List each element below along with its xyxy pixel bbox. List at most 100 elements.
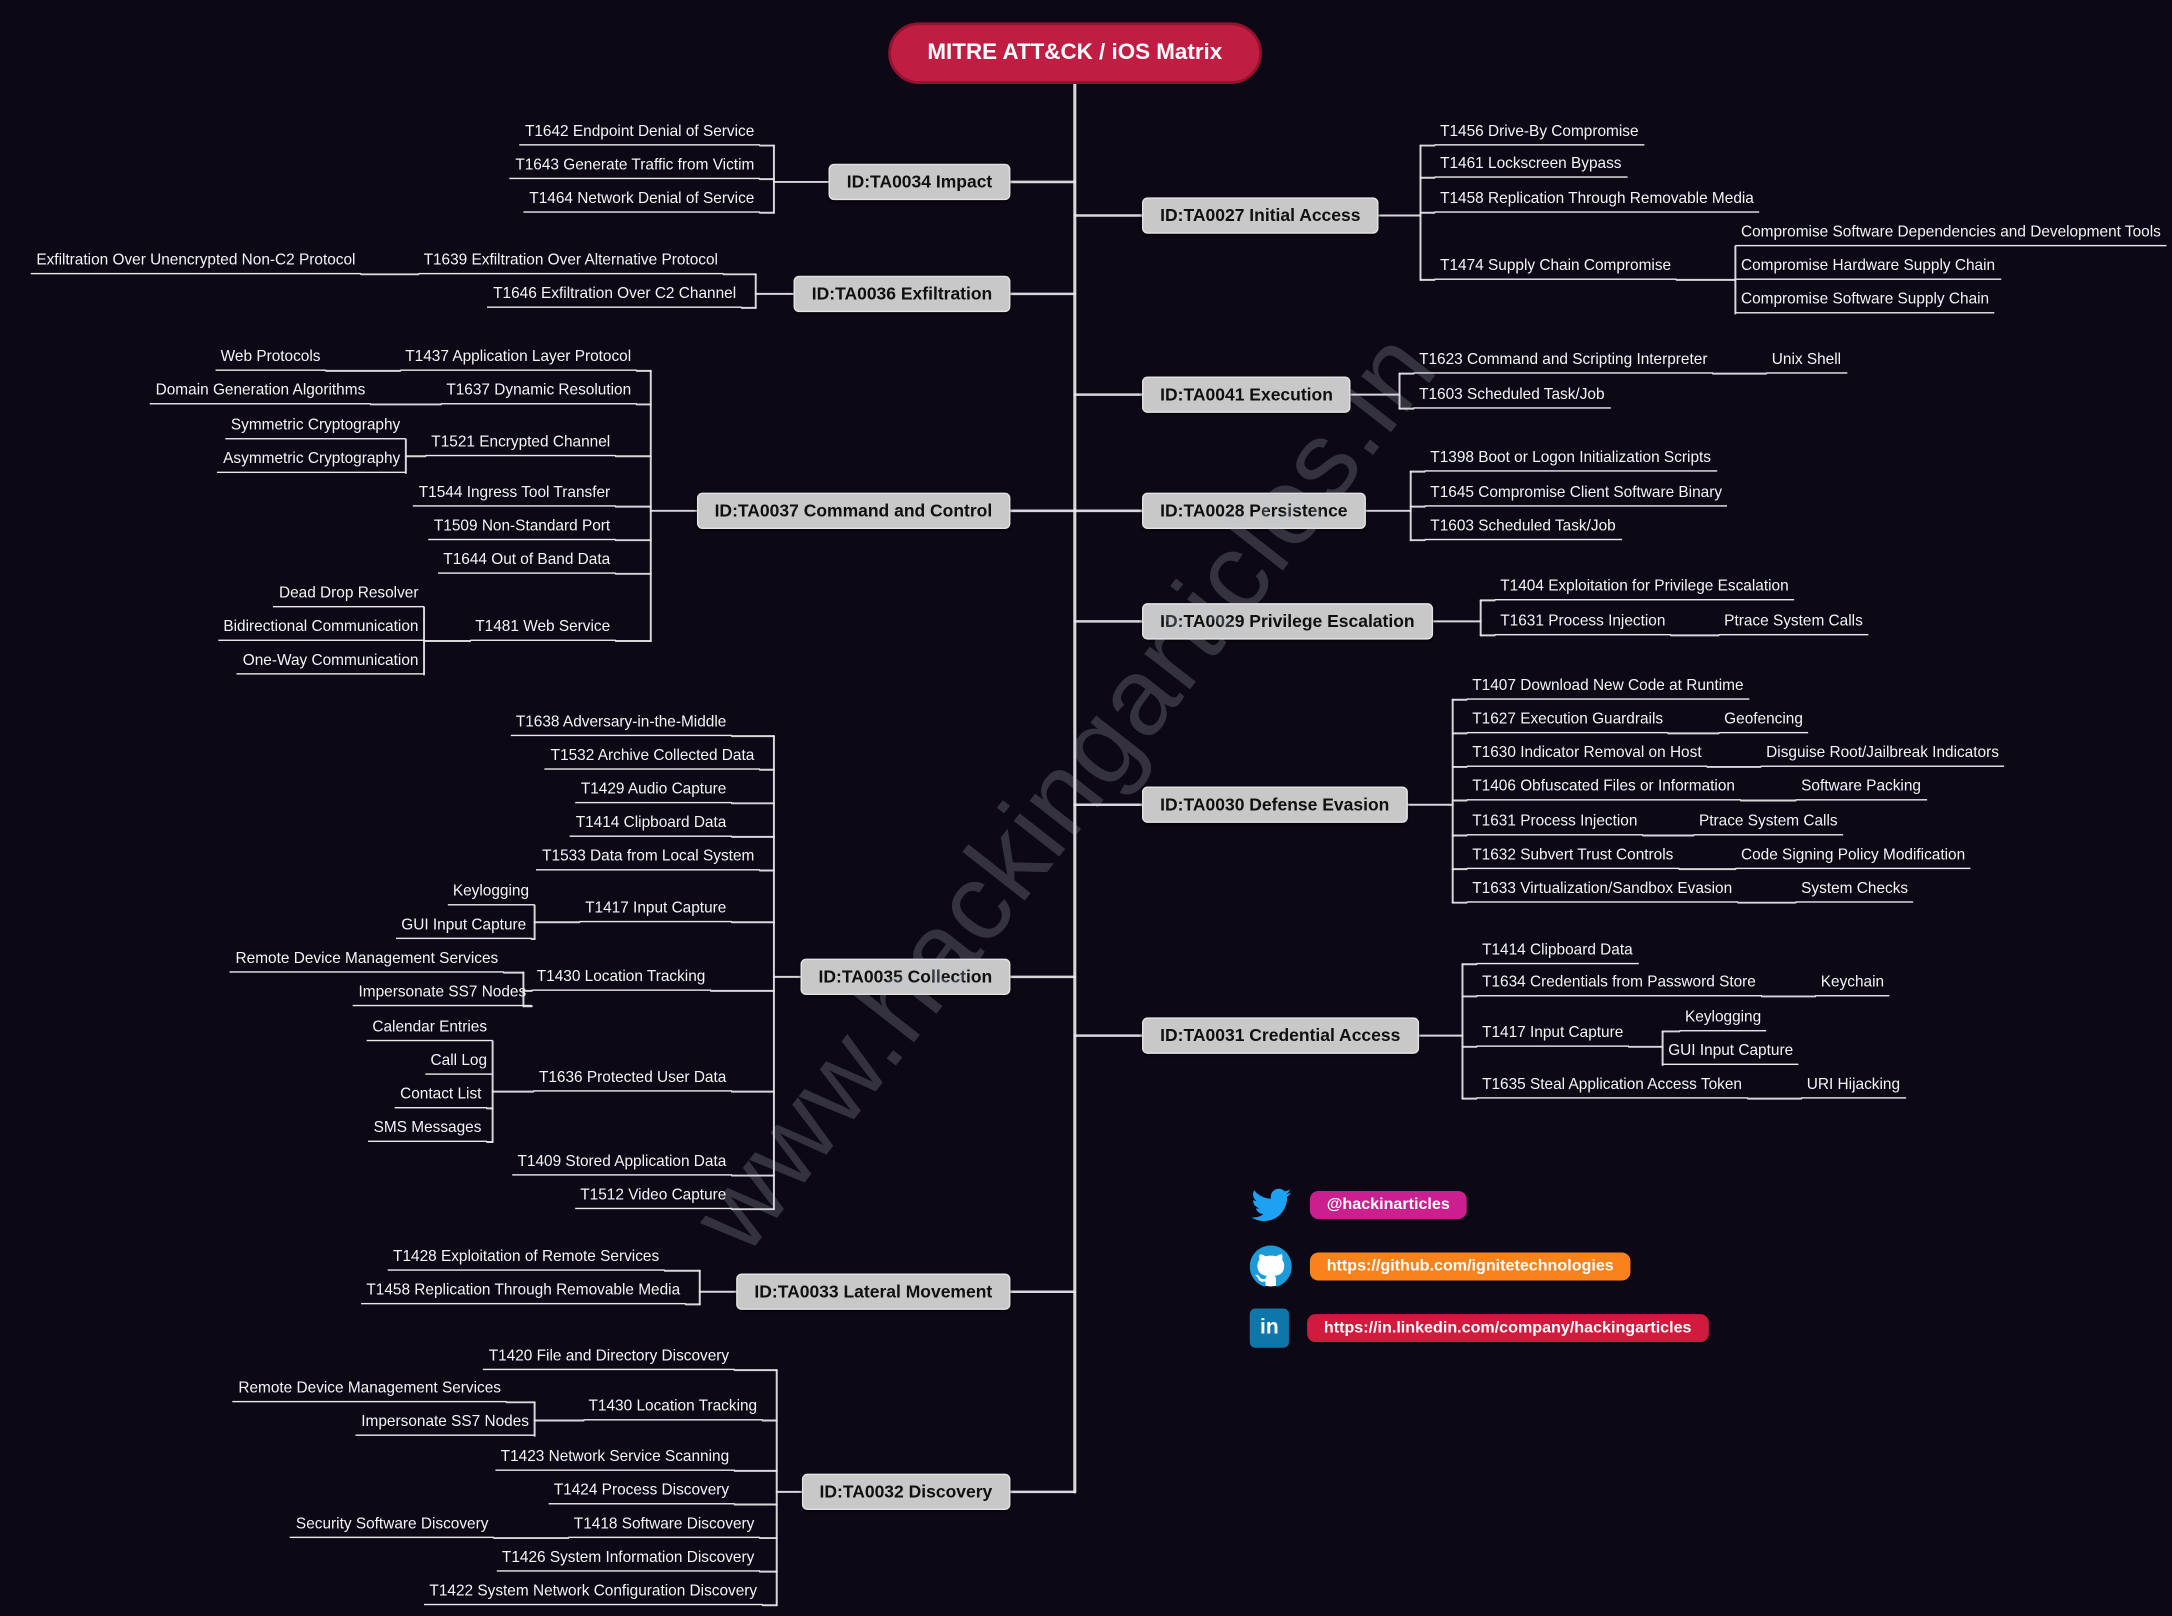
technique-label: T1544 Ingress Tool Transfer xyxy=(413,484,616,507)
technique-label: T1422 System Network Configuration Disco… xyxy=(423,1583,763,1606)
technique-label: T1533 Data from Local System xyxy=(536,848,760,871)
technique-label: T1461 Lockscreen Bypass xyxy=(1434,155,1628,178)
subtechnique-label: GUI Input Capture xyxy=(395,917,532,940)
technique-label: T1409 Stored Application Data xyxy=(511,1153,732,1176)
technique-label: T1635 Steal Application Access Token xyxy=(1476,1076,1748,1099)
technique-label: T1631 Process Injection xyxy=(1466,813,1644,836)
linkedin-url-badge[interactable]: https://in.linkedin.com/company/hackinga… xyxy=(1307,1313,1709,1342)
subtechnique-label: Code Signing Policy Modification xyxy=(1735,847,1971,870)
github-url-badge[interactable]: https://github.com/ignitetechnologies xyxy=(1309,1251,1631,1280)
technique-label: T1521 Encrypted Channel xyxy=(425,434,616,457)
subtechnique-label: Compromise Software Supply Chain xyxy=(1735,291,1995,314)
linkedin-icon xyxy=(1249,1307,1289,1348)
technique-label: T1464 Network Denial of Service xyxy=(523,190,760,213)
technique-label: T1603 Scheduled Task/Job xyxy=(1413,386,1611,409)
technique-label: T1632 Subvert Trust Controls xyxy=(1466,847,1679,870)
subtechnique-label: Compromise Software Dependencies and Dev… xyxy=(1735,224,2167,247)
technique-label: T1424 Process Discovery xyxy=(548,1482,735,1505)
subtechnique-label: Remote Device Management Services xyxy=(229,950,504,973)
subtechnique-label: SMS Messages xyxy=(368,1120,488,1142)
social-links: @hackinarticles https://github.com/ignit… xyxy=(1249,1183,1709,1350)
technique-label: T1423 Network Service Scanning xyxy=(495,1448,735,1471)
technique-label: T1644 Out of Band Data xyxy=(437,551,616,574)
tactic-node-collection: ID:TA0035 Collection xyxy=(800,958,1011,996)
tactic-node-defense-evasion: ID:TA0030 Defense Evasion xyxy=(1141,786,1408,823)
technique-label: T1634 Credentials from Password Store xyxy=(1476,974,1762,997)
twitter-handle-badge[interactable]: @hackinarticles xyxy=(1309,1190,1467,1219)
technique-label: T1458 Replication Through Removable Medi… xyxy=(360,1282,686,1305)
technique-label: T1474 Supply Chain Compromise xyxy=(1434,258,1677,280)
technique-label: T1417 Input Capture xyxy=(1476,1024,1629,1047)
root-topic: MITRE ATT&CK / iOS Matrix xyxy=(888,22,1262,84)
tactic-node-credential-access: ID:TA0031 Credential Access xyxy=(1141,1017,1419,1054)
technique-label: T1639 Exfiltration Over Alternative Prot… xyxy=(417,252,724,275)
tactic-node-exfiltration: ID:TA0036 Exfiltration xyxy=(793,275,1011,313)
subtechnique-label: Exfiltration Over Unencrypted Non-C2 Pro… xyxy=(30,252,362,275)
subtechnique-label: Impersonate SS7 Nodes xyxy=(355,1413,535,1436)
subtechnique-label: Keychain xyxy=(1815,974,1890,997)
subtechnique-label: Disguise Root/Jailbreak Indicators xyxy=(1760,745,2005,767)
technique-label: T1429 Audio Capture xyxy=(575,781,732,804)
technique-label: T1532 Archive Collected Data xyxy=(545,747,760,770)
technique-label: T1627 Execution Guardrails xyxy=(1466,711,1669,734)
subtechnique-label: Symmetric Cryptography xyxy=(225,417,406,440)
subtechnique-label: Bidirectional Communication xyxy=(217,619,425,641)
technique-label: T1512 Video Capture xyxy=(574,1187,732,1210)
subtechnique-label: URI Hijacking xyxy=(1801,1076,1906,1099)
github-row: https://github.com/ignitetechnologies xyxy=(1249,1244,1709,1287)
tactic-node-discovery: ID:TA0032 Discovery xyxy=(801,1473,1011,1511)
subtechnique-label: Call Log xyxy=(424,1052,493,1075)
subtechnique-label: Impersonate SS7 Nodes xyxy=(352,984,532,1007)
technique-label: T1603 Scheduled Task/Job xyxy=(1424,518,1622,541)
technique-label: T1630 Indicator Removal on Host xyxy=(1466,745,1708,767)
subtechnique-label: Remote Device Management Services xyxy=(232,1380,507,1403)
twitter-icon xyxy=(1250,1183,1292,1225)
subtechnique-label: Unix Shell xyxy=(1766,351,1847,374)
technique-label: T1406 Obfuscated Files or Information xyxy=(1466,778,1741,801)
subtechnique-label: Geofencing xyxy=(1718,711,1809,734)
subtechnique-label: System Checks xyxy=(1795,880,1914,903)
technique-label: T1417 Input Capture xyxy=(579,900,732,923)
technique-label: T1646 Exfiltration Over C2 Channel xyxy=(487,285,742,308)
technique-label: T1633 Virtualization/Sandbox Evasion xyxy=(1466,880,1738,903)
subtechnique-label: Security Software Discovery xyxy=(290,1516,495,1539)
technique-label: T1404 Exploitation for Privilege Escalat… xyxy=(1494,578,1795,601)
technique-label: T1509 Non-Standard Port xyxy=(428,518,616,541)
subtechnique-label: Ptrace System Calls xyxy=(1718,613,1869,636)
technique-label: T1643 Generate Traffic from Victim xyxy=(509,157,760,180)
technique-label: T1638 Adversary-in-the-Middle xyxy=(510,714,732,737)
technique-label: T1414 Clipboard Data xyxy=(570,815,732,837)
technique-label: T1642 Endpoint Denial of Service xyxy=(519,123,760,146)
technique-label: T1420 File and Directory Discovery xyxy=(483,1348,735,1371)
tactic-node-lateral-movement: ID:TA0033 Lateral Movement xyxy=(736,1273,1011,1310)
technique-label: T1430 Location Tracking xyxy=(531,968,711,991)
subtechnique-label: Asymmetric Cryptography xyxy=(217,451,406,474)
technique-label: T1430 Location Tracking xyxy=(582,1398,763,1421)
subtechnique-label: Keylogging xyxy=(1679,1009,1767,1032)
tactic-node-impact: ID:TA0034 Impact xyxy=(828,163,1011,201)
subtechnique-label: GUI Input Capture xyxy=(1662,1043,1799,1066)
technique-label: T1623 Command and Scripting Interpreter xyxy=(1413,351,1714,374)
subtechnique-label: One-Way Communication xyxy=(237,652,425,675)
github-icon xyxy=(1249,1244,1292,1287)
tactic-node-privilege-escalation: ID:TA0029 Privilege Escalation xyxy=(1141,603,1433,640)
technique-label: T1418 Software Discovery xyxy=(568,1516,760,1539)
subtechnique-label: Calendar Entries xyxy=(366,1019,493,1042)
technique-label: T1637 Dynamic Resolution xyxy=(440,382,637,405)
twitter-row: @hackinarticles xyxy=(1250,1183,1709,1226)
technique-label: T1458 Replication Through Removable Medi… xyxy=(1434,190,1760,213)
tactic-node-initial-access: ID:TA0027 Initial Access xyxy=(1141,197,1379,234)
technique-label: T1481 Web Service xyxy=(469,619,616,641)
technique-label: T1645 Compromise Client Software Binary xyxy=(1424,484,1728,507)
linkedin-row: https://in.linkedin.com/company/hackinga… xyxy=(1249,1306,1709,1349)
subtechnique-label: Contact List xyxy=(394,1086,488,1109)
tactic-node-command-and-control: ID:TA0037 Command and Control xyxy=(696,492,1011,530)
subtechnique-label: Dead Drop Resolver xyxy=(273,585,425,608)
technique-label: T1407 Download New Code at Runtime xyxy=(1466,677,1750,700)
technique-label: T1398 Boot or Logon Initialization Scrip… xyxy=(1424,449,1717,472)
subtechnique-label: Domain Generation Algorithms xyxy=(150,382,371,405)
technique-label: T1631 Process Injection xyxy=(1494,613,1672,636)
technique-label: T1437 Application Layer Protocol xyxy=(399,348,637,371)
